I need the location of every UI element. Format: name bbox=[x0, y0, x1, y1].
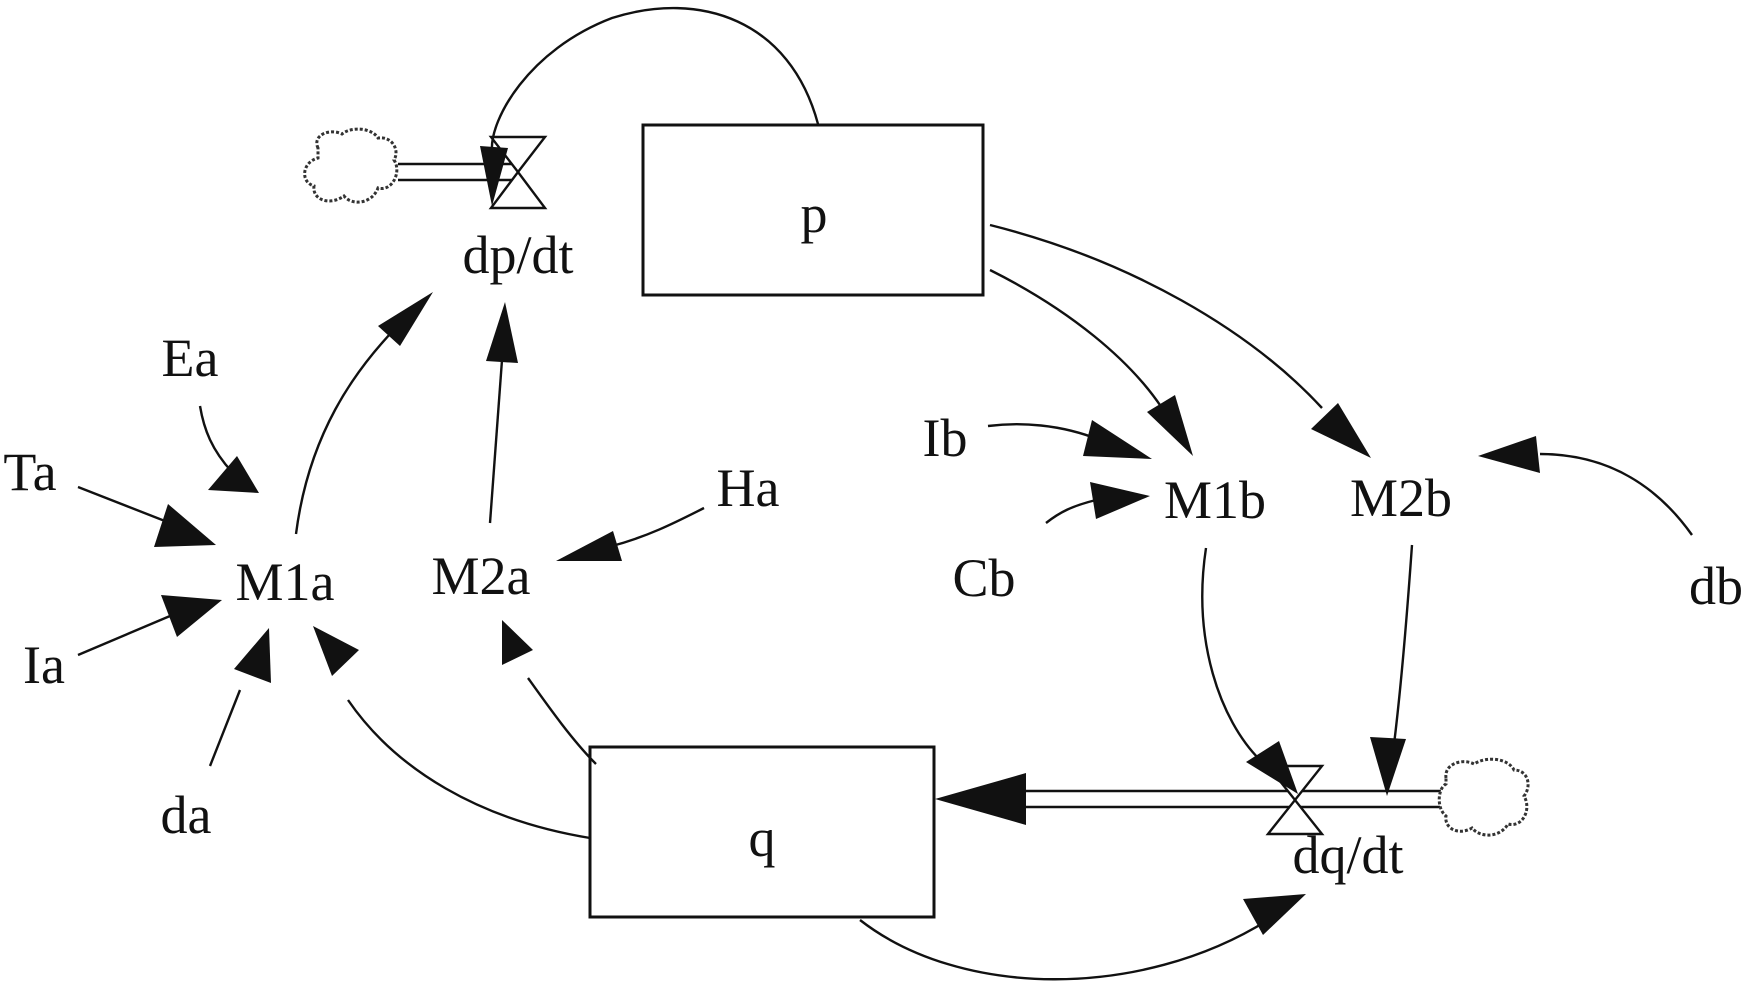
edge-M2a-to-dpdt bbox=[488, 359, 504, 524]
flow-dq-dt-label: dq/dt bbox=[1292, 825, 1403, 885]
edge-db-to-M2b bbox=[1539, 452, 1693, 536]
edge-q-to-M2a bbox=[527, 677, 597, 765]
var-da-label: da bbox=[161, 785, 212, 845]
arrowhead bbox=[1090, 482, 1150, 519]
edge-M1a-to-dpdt bbox=[294, 311, 413, 535]
arrowhead bbox=[1147, 395, 1193, 456]
arrowhead bbox=[161, 595, 222, 637]
var-M2a-label: M2a bbox=[432, 546, 531, 606]
edge-p-to-M2b bbox=[989, 223, 1323, 409]
arrowhead bbox=[486, 302, 518, 363]
var-Ta-label: Ta bbox=[3, 442, 56, 502]
flow-arrowhead-dq bbox=[935, 773, 1026, 825]
var-M1a-label: M1a bbox=[236, 552, 335, 612]
arrowhead bbox=[1083, 420, 1152, 459]
arrowhead bbox=[154, 504, 216, 547]
edge-Ea-to-M1a bbox=[198, 405, 233, 473]
arrowhead bbox=[502, 620, 533, 665]
edge-Ia-to-M1a bbox=[77, 614, 171, 657]
var-Ea-label: Ea bbox=[162, 328, 219, 388]
arrowhead bbox=[1246, 741, 1298, 794]
arrowhead bbox=[480, 146, 508, 206]
arrowhead bbox=[1311, 403, 1371, 458]
edge-Ha-to-M2a bbox=[611, 506, 705, 548]
edge-M1b-to-dqdt bbox=[1201, 547, 1261, 761]
var-Ia-label: Ia bbox=[23, 635, 65, 695]
stock-q-label: q bbox=[749, 808, 776, 868]
arrowhead bbox=[234, 628, 271, 683]
stock-p-label: p bbox=[801, 184, 828, 244]
var-db-label: db bbox=[1689, 556, 1743, 616]
arrowhead bbox=[1243, 894, 1306, 935]
edge-Ta-to-M1a bbox=[77, 485, 171, 525]
var-M1b-label: M1b bbox=[1164, 470, 1266, 530]
flow-dp-dt-label: dp/dt bbox=[462, 225, 573, 285]
var-M2b-label: M2b bbox=[1350, 468, 1452, 528]
arrowhead bbox=[313, 626, 359, 676]
arrowhead bbox=[208, 456, 259, 493]
edge-p-to-dpdt bbox=[490, 6, 820, 151]
stock-p-box[interactable] bbox=[641, 123, 985, 297]
cloud-icon bbox=[1437, 757, 1530, 837]
arrowhead bbox=[378, 292, 433, 346]
edge-p-to-M1b bbox=[989, 268, 1163, 409]
edge-da-to-M1a bbox=[208, 689, 242, 767]
edge-Cb-to-M1b bbox=[1045, 498, 1097, 524]
edge-M2b-to-dqdt bbox=[1390, 544, 1414, 761]
cloud-icon bbox=[303, 127, 399, 204]
arrowhead bbox=[556, 531, 622, 561]
arrowhead bbox=[1478, 436, 1540, 473]
edge-q-to-dqdt bbox=[859, 918, 1269, 981]
var-Ib-label: Ib bbox=[923, 408, 968, 468]
edge-Ib-to-M1b bbox=[987, 423, 1101, 442]
arrowhead bbox=[1370, 737, 1406, 796]
stock-q-box[interactable] bbox=[588, 745, 936, 919]
var-Ha-label: Ha bbox=[717, 458, 780, 518]
var-Cb-label: Cb bbox=[952, 548, 1015, 608]
edge-q-to-M1a bbox=[347, 699, 591, 840]
